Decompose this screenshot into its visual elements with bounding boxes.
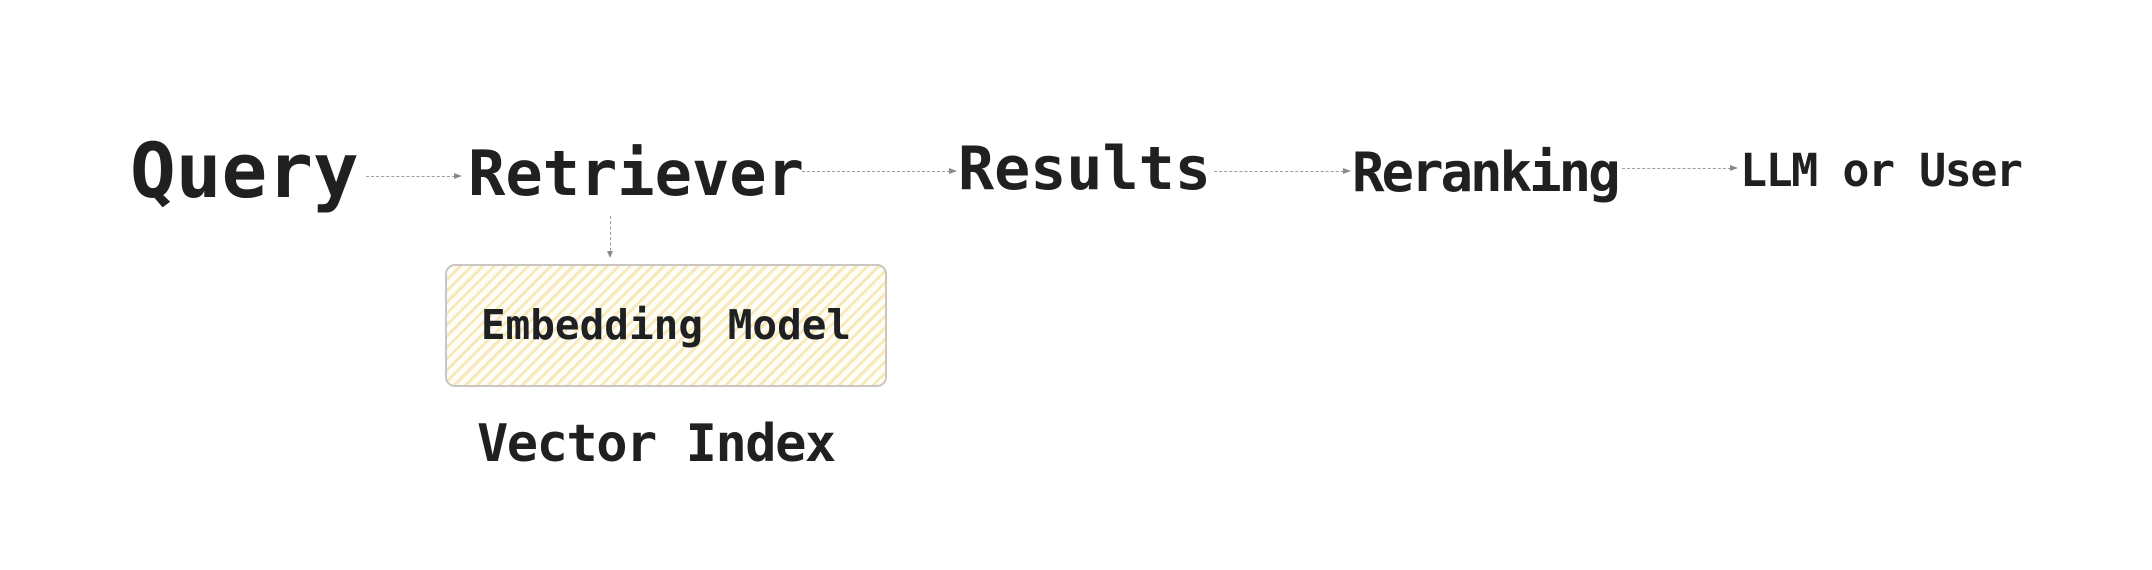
embedding-model-label: Embedding Model — [480, 301, 852, 349]
node-llm-or-user: LLM or User — [1740, 144, 2023, 197]
vector-index-label: Vector Index — [477, 414, 836, 474]
arrow-retriever-to-embedding-model — [607, 216, 614, 258]
arrow-reranking-to-llm-or-user — [1622, 164, 1738, 171]
embedding-model-box: Embedding Model — [445, 264, 887, 387]
arrowhead-right-icon — [454, 172, 462, 179]
arrow-retriever-to-results — [802, 167, 957, 174]
arrow-results-to-reranking — [1214, 167, 1351, 174]
arrowhead-down-icon — [607, 251, 614, 258]
node-results: Results — [958, 134, 1211, 204]
arrowhead-right-icon — [1730, 164, 1738, 171]
arrow-query-to-retriever — [366, 172, 462, 179]
node-query: Query — [130, 126, 359, 215]
node-reranking: Reranking — [1352, 141, 1621, 204]
node-retriever: Retriever — [468, 137, 804, 210]
arrowhead-right-icon — [1343, 167, 1351, 174]
arrowhead-right-icon — [949, 167, 957, 174]
